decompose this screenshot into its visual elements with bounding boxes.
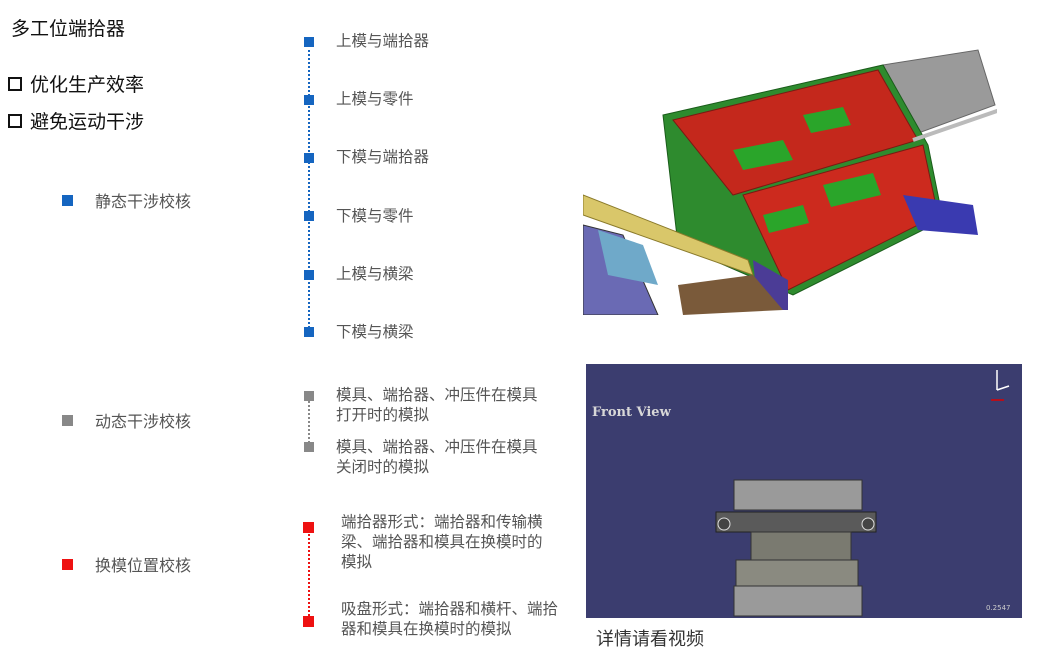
category-label: 静态干涉校核 [95,192,192,211]
timeline-node [304,442,314,452]
video-front-view[interactable]: Front View 0.2547 [586,364,1022,618]
timeline-node [304,37,314,47]
category-label: 换模位置校核 [95,556,192,575]
dynamic-item: 模具、端拾器、冲压件在模具打开时的模拟 [336,386,538,424]
timeline-node [303,522,314,533]
dynamic-item: 模具、端拾器、冲压件在模具关闭时的模拟 [336,438,538,476]
category-label: 动态干涉校核 [95,412,192,431]
die-cad-render [582,45,1030,316]
category-dynamic: 动态干涉校核 [62,408,191,432]
static-item: 上模与零件 [336,90,414,108]
timeline-node [304,327,314,337]
bullet-label: 避免运动干涉 [30,111,145,133]
static-item: 上模与横梁 [336,265,414,283]
static-timeline-line [308,45,310,332]
gray-square-icon [62,414,73,426]
blue-square-icon [62,194,73,206]
bullet-avoid: 避免运动干涉 [8,107,144,134]
timeline-node [303,616,314,627]
timeline-node [304,153,314,163]
timeline-node [304,95,314,105]
static-item: 下模与横梁 [336,323,414,341]
video-corner-text: 0.2547 [986,604,1011,612]
change-timeline-line [308,530,310,620]
bullet-label: 优化生产效率 [30,74,145,96]
page-title: 多工位端拾器 [11,18,126,40]
category-change: 换模位置校核 [62,552,191,576]
timeline-node [304,391,314,401]
static-item: 下模与端拾器 [336,148,430,166]
front-view-label: Front View [592,405,672,420]
checkbox-square-icon [8,76,22,91]
die-cad-illustration [582,49,1030,316]
front-view-illustration: Front View 0.2547 [592,370,1011,617]
timeline-node [304,270,314,280]
dynamic-timeline-line [308,398,310,446]
change-item: 吸盘形式：端拾器和横杆、端拾器和模具在换模时的模拟 [341,600,559,638]
bullet-optimize: 优化生产效率 [8,70,144,97]
static-item: 下模与零件 [336,207,414,225]
red-square-icon [62,558,73,570]
static-item: 上模与端拾器 [336,32,430,50]
checkbox-square-icon [8,113,22,128]
video-caption: 详情请看视频 [596,629,704,650]
category-static: 静态干涉校核 [62,188,191,212]
timeline-node [304,211,314,221]
change-item: 端拾器形式：端拾器和传输横梁、端拾器和模具在换模时的模拟 [341,513,543,571]
